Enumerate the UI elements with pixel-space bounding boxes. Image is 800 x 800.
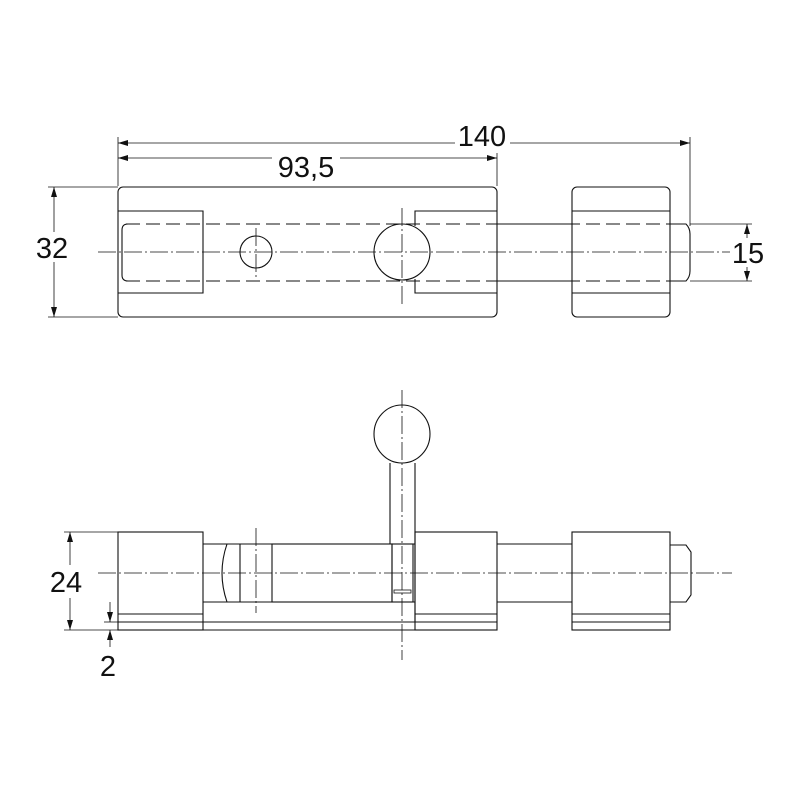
middle-recess-top <box>414 210 497 226</box>
keeper-block-side <box>571 531 671 631</box>
dimension-base-thickness: 2 <box>100 602 118 683</box>
dimension-height: 24 <box>50 531 118 631</box>
side-view: 24 2 <box>50 390 732 683</box>
bolt-tip-side <box>670 544 692 603</box>
dimension-label-32: 32 <box>36 233 68 265</box>
middle-recess-bottom <box>414 279 497 294</box>
dimension-label-15: 15 <box>732 238 764 270</box>
bolt-tip-top <box>670 223 691 282</box>
dimension-label-24: 24 <box>50 567 82 599</box>
dimension-body-length: 93,5 <box>118 152 498 186</box>
top-view: 140 93,5 32 15 <box>30 121 764 318</box>
dimension-overall-length: 140 <box>117 121 691 226</box>
middle-block-side <box>414 531 498 631</box>
bolt-section-left <box>221 543 241 603</box>
pin-slot <box>393 589 412 594</box>
dimension-bolt-diameter: 15 <box>690 223 764 282</box>
dimension-label-93-5: 93,5 <box>278 152 334 184</box>
dimension-label-140: 140 <box>458 121 506 153</box>
left-block-side <box>117 531 204 631</box>
dimension-body-width: 32 <box>30 186 118 318</box>
dimension-label-2: 2 <box>100 651 116 683</box>
